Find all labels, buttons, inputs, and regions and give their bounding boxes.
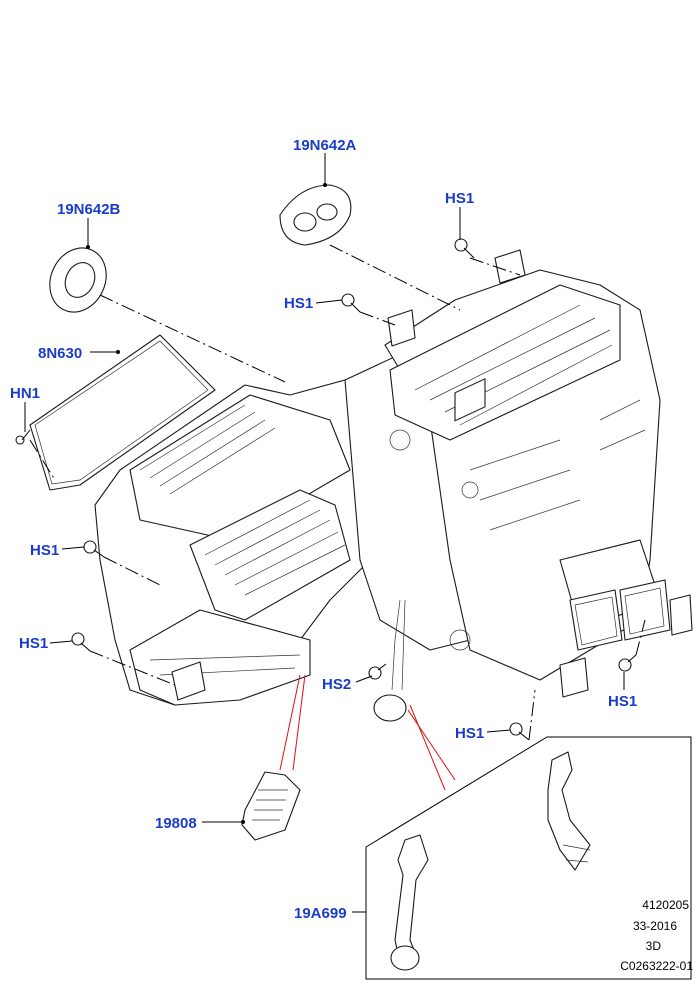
screw-hs1-upper — [341, 293, 361, 313]
label-8n630: 8N630 — [38, 345, 82, 362]
gasket-8n630 — [29, 334, 216, 491]
label-19n642a: 19N642A — [293, 137, 357, 154]
ref-line-2: 33-2016 — [633, 919, 677, 933]
label-hn1: HN1 — [10, 385, 40, 402]
harness-19a699-right — [547, 751, 591, 871]
screw-hs1-top — [454, 238, 475, 259]
label-hs1-left: HS1 — [30, 542, 59, 559]
hvac-housing — [94, 249, 693, 722]
label-19808: 19808 — [155, 815, 197, 832]
label-hs1-lower-left: HS1 — [19, 635, 48, 652]
callout-labels: 19N642A 19N642B HS1 HS1 8N630 HN1 HS1 HS… — [10, 137, 637, 922]
resistor-19808 — [241, 771, 301, 841]
ref-line-1: 4120205 — [642, 898, 689, 912]
label-hs1-right: HS1 — [608, 693, 637, 710]
label-hs2: HS2 — [322, 676, 351, 693]
screws — [15, 238, 637, 741]
reference-block: 4120205 33-2016 3D C0263222-01 — [620, 898, 693, 973]
screw-hs1-bottom — [509, 722, 530, 741]
seal-19n642b — [49, 247, 107, 313]
seal-19n642a — [279, 184, 352, 246]
label-hs1-top: HS1 — [445, 190, 474, 207]
screw-hs2 — [368, 663, 387, 680]
fastener-hn1 — [15, 429, 31, 445]
ref-line-3: 3D — [646, 939, 662, 953]
label-19n642b: 19N642B — [57, 201, 121, 218]
screw-hs1-left — [83, 540, 105, 558]
harness-detail-box — [365, 736, 692, 980]
label-hs1-bottom: HS1 — [455, 725, 484, 742]
label-19a699: 19A699 — [294, 905, 347, 922]
ref-line-4: C0263222-01 — [620, 959, 693, 973]
harness-19a699-left — [390, 834, 429, 971]
screw-hs1-lower-left — [71, 632, 91, 652]
label-hs1-upper: HS1 — [284, 295, 313, 312]
callout-leaders — [24, 153, 625, 913]
red-leaders — [279, 674, 456, 791]
screw-hs1-right — [618, 654, 637, 672]
alignment-lines — [29, 244, 646, 741]
